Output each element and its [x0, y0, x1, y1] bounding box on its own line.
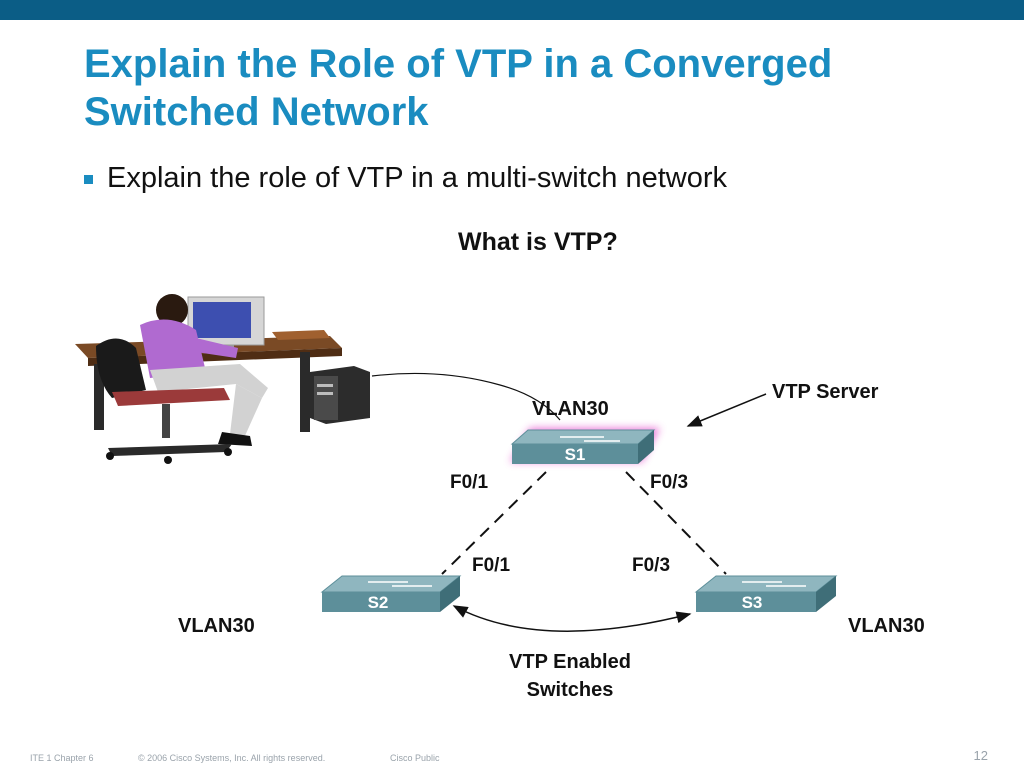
switch-s3: S3 [694, 575, 838, 612]
s1-front [512, 444, 638, 464]
switch-s1: S1 [510, 428, 660, 464]
page-number: 12 [973, 748, 988, 763]
s1-vlan-label: VLAN30 [532, 398, 609, 420]
footer-copyright: © 2006 Cisco Systems, Inc. All rights re… [138, 753, 326, 763]
s3-side [816, 576, 836, 612]
s2-vlan-label: VLAN30 [178, 615, 255, 637]
vtp-enabled-arrow [452, 605, 692, 632]
s1-side [638, 430, 654, 464]
bullet-marker [84, 175, 93, 184]
console-cable [371, 372, 561, 421]
vtp-enabled-line1: VTP Enabled [509, 651, 631, 673]
vtp-server-label: VTP Server [772, 381, 879, 403]
office-chair [96, 338, 232, 464]
footer-course: ITE 1 Chapter 6 [30, 753, 94, 763]
s1-arrows-icon [560, 436, 620, 442]
computer-tower [310, 366, 370, 424]
admin-workstation-illustration [75, 294, 370, 464]
s2-top [320, 575, 462, 593]
title-line-2: Switched Network [84, 90, 429, 134]
bullet-text: Explain the role of VTP in a multi-switc… [107, 162, 728, 194]
s3-label: S3 [742, 593, 763, 612]
s1-port-f01: F0/1 [450, 472, 488, 493]
link-s1-s2 [441, 471, 547, 575]
bullet-item: Explain the role of VTP in a multi-switc… [84, 162, 727, 195]
s2-label: S2 [368, 593, 389, 612]
header-bar [0, 0, 1024, 20]
s2-arrows-icon [368, 581, 432, 587]
s2-side [440, 576, 460, 612]
link-s1-s3 [625, 471, 727, 575]
vtp-server-arrow [686, 393, 767, 427]
vtp-enabled-line2: Switches [527, 679, 614, 701]
s2-front [322, 592, 440, 612]
s1-port-f03: F0/3 [650, 472, 688, 493]
s2-port-f01: F0/1 [472, 555, 510, 576]
s3-top [694, 575, 838, 593]
person [140, 294, 268, 446]
s3-arrows-icon [742, 581, 806, 587]
s3-port-f03: F0/3 [632, 555, 670, 576]
diagram-title: What is VTP? [458, 228, 618, 256]
footer-classification: Cisco Public [390, 753, 440, 763]
s3-front [696, 592, 816, 612]
s1-label: S1 [565, 445, 586, 464]
switch-s2: S2 [320, 575, 462, 612]
s3-vlan-label: VLAN30 [848, 615, 925, 637]
title-line-1: Explain the Role of VTP in a Converged [84, 42, 833, 86]
slide-title: Explain the Role of VTP in a Converged S… [84, 40, 984, 136]
